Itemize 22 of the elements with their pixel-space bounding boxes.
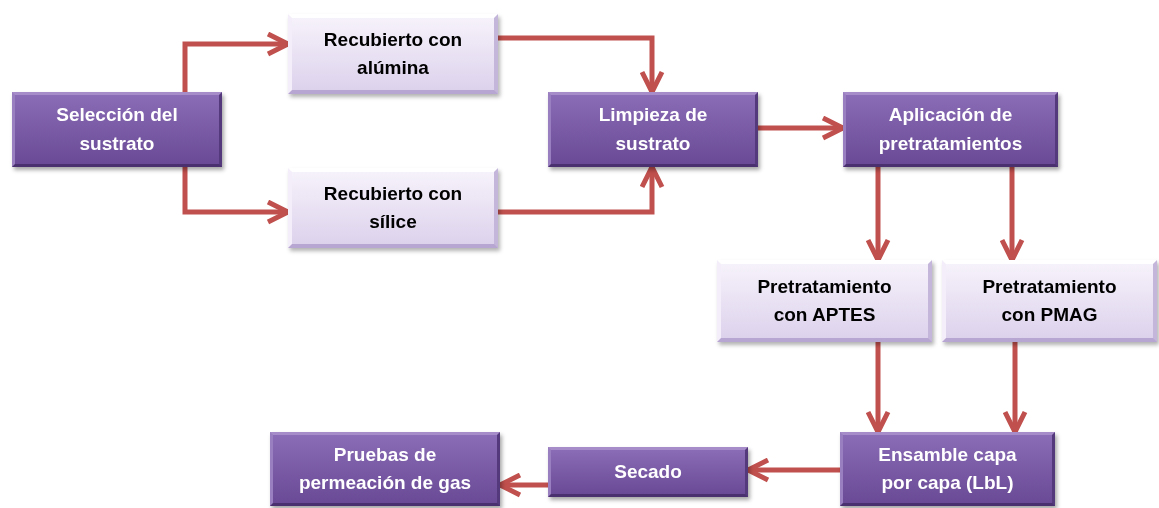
process-box <box>270 432 500 506</box>
box-label: Recubierto con alúmina <box>322 27 464 80</box>
process-box <box>843 92 1058 167</box>
process-box <box>12 92 222 167</box>
box-label: Aplicación de pretratamientos <box>877 103 1024 156</box>
process-box <box>717 260 932 342</box>
box-label: Pruebas de permeación de gas <box>297 442 473 495</box>
process-box <box>840 432 1055 506</box>
box-label: Ensamble capa por capa (LbL) <box>877 442 1018 495</box>
arrow <box>865 167 891 263</box>
process-box <box>288 14 498 94</box>
box-label: Limpieza de sustrato <box>597 103 709 156</box>
process-box <box>548 447 748 497</box>
process-box <box>942 260 1157 342</box>
process-box <box>548 92 758 167</box>
process-box <box>288 168 498 248</box>
box-label: Secado <box>614 459 682 484</box>
box-label: Pretratamiento con PMAG <box>981 274 1118 327</box>
arrow <box>999 167 1025 263</box>
box-label: Recubierto con sílice <box>322 181 464 234</box>
box-label: Selección del sustrato <box>55 103 179 156</box>
box-label: Pretratamiento con APTES <box>756 274 893 327</box>
